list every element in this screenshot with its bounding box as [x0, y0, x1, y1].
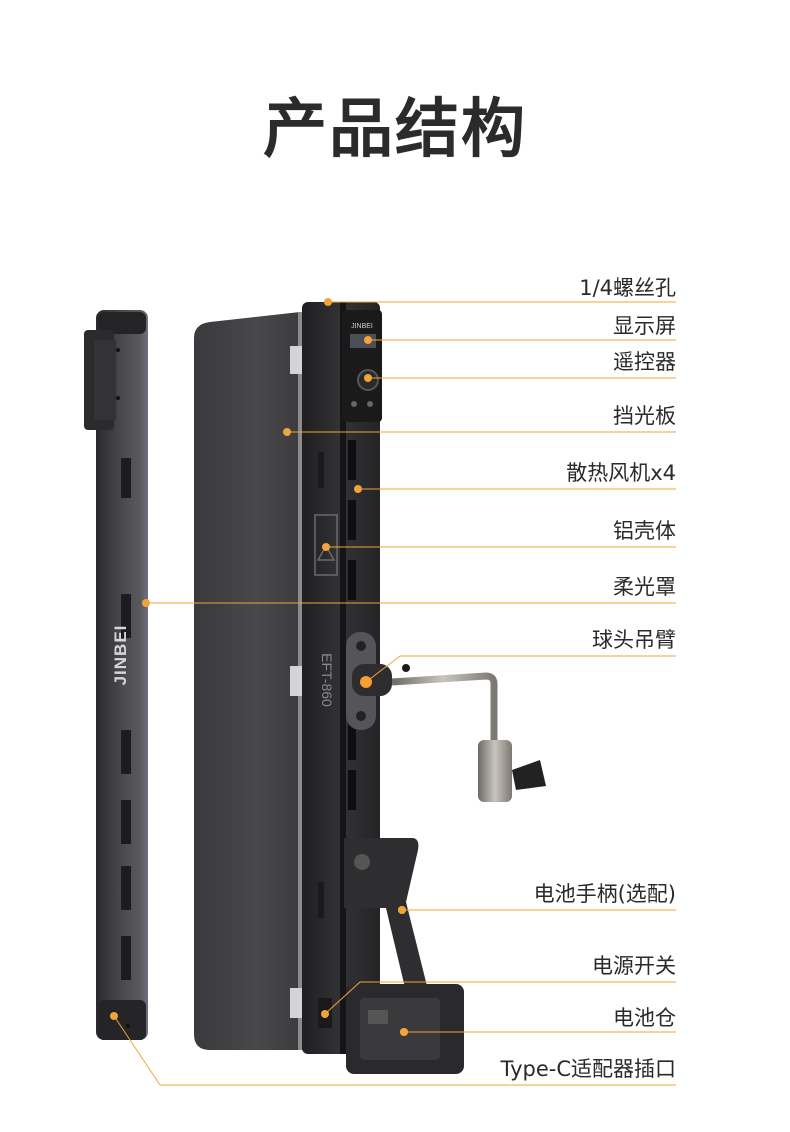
ball-head-arm [346, 632, 546, 802]
label-remote-control: 遥控器 [613, 350, 676, 374]
brand-logo: JINBEI [111, 625, 130, 686]
label-display: 显示屏 [613, 314, 676, 338]
label-barn-door: 挡光板 [613, 404, 676, 428]
label-battery-compartment: 电池仓 [613, 1006, 676, 1030]
leader-dots [110, 298, 408, 1036]
label-power-switch: 电源开关 [592, 954, 676, 978]
label-diffuser: 柔光罩 [613, 575, 676, 599]
page-title: 产品结构 [263, 93, 527, 167]
label-type-c-port: Type-C适配器插口 [500, 1057, 676, 1081]
leader-lines [113, 301, 676, 1086]
label-aluminum-shell: 铝壳体 [613, 519, 676, 543]
label-cooling-fans: 散热风机x4 [566, 461, 676, 485]
side-view-light-bar: JINBEI [84, 310, 148, 1040]
barn-door-panel [194, 312, 304, 1050]
label-screw-hole: 1/4螺丝孔 [579, 276, 676, 300]
label-battery-handle: 电池手柄(选配) [533, 882, 676, 906]
svg-text:EFT-860: EFT-860 [319, 653, 335, 707]
svg-text:JINBEI: JINBEI [351, 323, 373, 330]
label-ball-head-arm: 球头吊臂 [592, 628, 676, 652]
